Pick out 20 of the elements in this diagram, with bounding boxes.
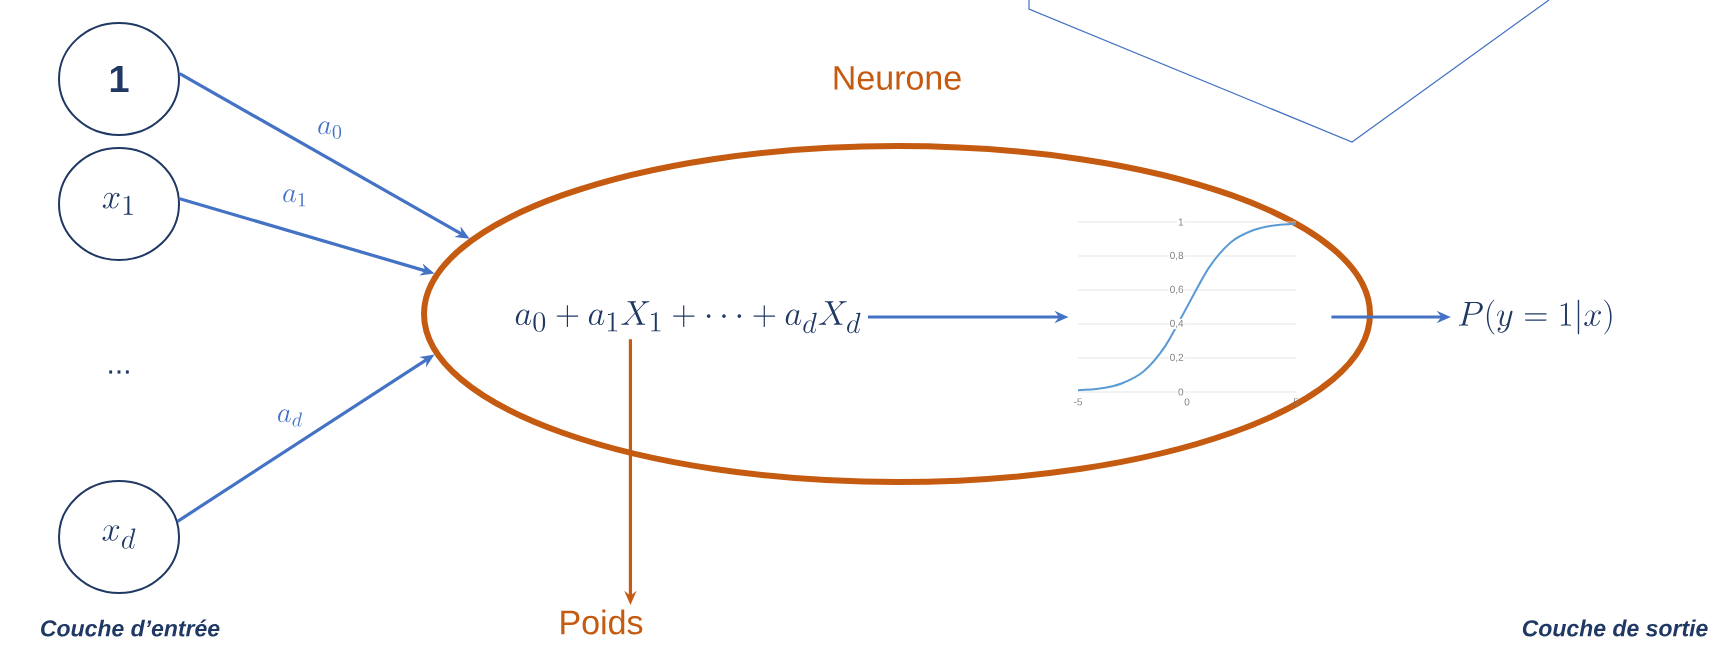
layer-caption: Couche d’entrée xyxy=(41,619,220,637)
weights-label: Poids xyxy=(561,609,643,635)
x-tick-label: 5 xyxy=(1293,398,1299,406)
y-tick-label: 1 xyxy=(1178,218,1184,226)
x-tick-label: -5 xyxy=(1074,398,1083,406)
y-tick-label: 0,4 xyxy=(1170,319,1184,329)
edge-label: $a_d$ xyxy=(274,407,306,429)
y-tick-label: 0,2 xyxy=(1170,353,1184,363)
edge-label: $a_0$ xyxy=(315,119,345,141)
node-label: Neurone xyxy=(834,66,961,90)
edge-label: $a_1$ xyxy=(280,187,310,209)
output-formula: $P(y = 1|x)$ xyxy=(1458,299,1612,335)
sigmoid-chart xyxy=(1074,217,1299,406)
x-tick-label: 0 xyxy=(1184,398,1190,406)
layer-caption: Couche de sortie xyxy=(1522,619,1708,637)
y-tick-label: 0,6 xyxy=(1170,285,1184,295)
y-tick-label: 0,8 xyxy=(1170,251,1184,261)
ellipsis-label: ... xyxy=(109,370,129,374)
y-tick-label: 0 xyxy=(1178,388,1184,396)
sum-formula: $a_0 + a_1X_1 + \cdots + a_dX_d$ xyxy=(515,301,861,334)
